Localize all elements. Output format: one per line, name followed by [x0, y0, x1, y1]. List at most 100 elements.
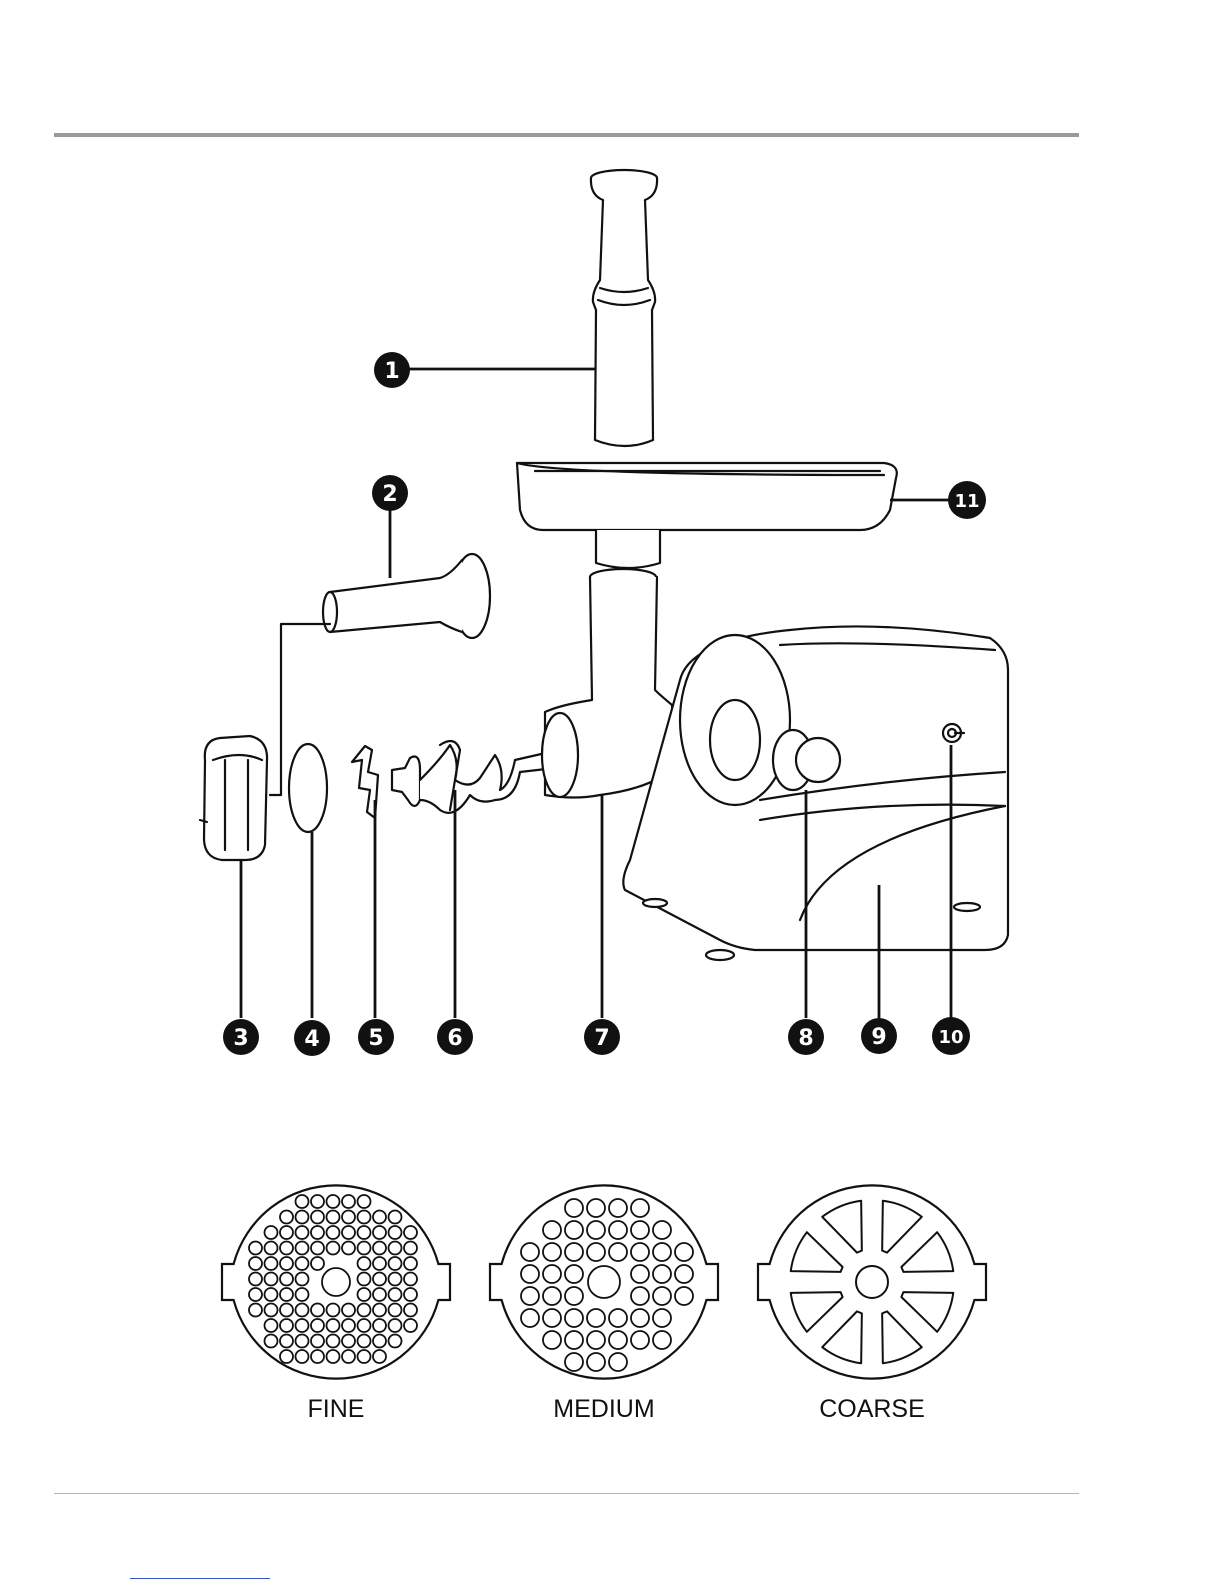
fine-hole [311, 1350, 324, 1363]
fine-hole [296, 1273, 309, 1286]
fine-hole [358, 1226, 371, 1239]
callout-10-label: 10 [938, 1027, 963, 1048]
fine-hole [389, 1319, 402, 1332]
fine-hole [373, 1304, 386, 1317]
fine-hole [265, 1304, 278, 1317]
medium-hole [631, 1221, 649, 1239]
fine-hole [296, 1257, 309, 1270]
medium-hole [587, 1309, 605, 1327]
fine-hole [389, 1288, 402, 1301]
fine-hole [296, 1350, 309, 1363]
callout-1: 1 [374, 352, 410, 388]
medium-hole [631, 1265, 649, 1283]
medium-hole [565, 1265, 583, 1283]
fine-hole [404, 1319, 417, 1332]
fine-hole [249, 1242, 262, 1255]
medium-hole [565, 1287, 583, 1305]
medium-hole [631, 1331, 649, 1349]
plate-label-coarse: COARSE [819, 1395, 925, 1423]
callout-6-label: 6 [447, 1026, 462, 1051]
medium-hole [521, 1243, 539, 1261]
medium-hole [565, 1309, 583, 1327]
fine-hole [327, 1350, 340, 1363]
medium-hole [543, 1309, 561, 1327]
fine-hole [404, 1257, 417, 1270]
callout-7-label: 7 [594, 1026, 609, 1051]
callout-6: 6 [437, 1019, 473, 1055]
callout-1-label: 1 [384, 359, 399, 384]
medium-hole [609, 1221, 627, 1239]
callout-5: 5 [358, 1019, 394, 1055]
fine-hole [404, 1304, 417, 1317]
fine-hole [280, 1273, 293, 1286]
fine-hole [358, 1195, 371, 1208]
fine-hole [373, 1319, 386, 1332]
fine-hole [342, 1335, 355, 1348]
medium-hole [609, 1331, 627, 1349]
medium-hole [565, 1331, 583, 1349]
fine-hole [265, 1288, 278, 1301]
fine-hole [311, 1211, 324, 1224]
medium-hole [565, 1221, 583, 1239]
medium-hole [653, 1221, 671, 1239]
fine-hole [389, 1242, 402, 1255]
fine-hole [373, 1226, 386, 1239]
fine-hole [358, 1257, 371, 1270]
fine-hole [280, 1242, 293, 1255]
ring-nut [200, 736, 267, 860]
fine-hole [280, 1288, 293, 1301]
fine-hole [389, 1273, 402, 1286]
medium-hole [653, 1309, 671, 1327]
fine-hole [311, 1319, 324, 1332]
callout-11-label: 11 [954, 491, 979, 512]
fine-hole [280, 1226, 293, 1239]
medium-hole [653, 1331, 671, 1349]
medium-hole [587, 1353, 605, 1371]
fine-hole [249, 1288, 262, 1301]
medium-hole [587, 1243, 605, 1261]
fine-hole [404, 1288, 417, 1301]
fine-hole [342, 1242, 355, 1255]
fine-hole [280, 1350, 293, 1363]
fine-hole [342, 1226, 355, 1239]
fine-hole [358, 1211, 371, 1224]
feeding-tray [517, 463, 897, 568]
medium-hole [631, 1199, 649, 1217]
fine-hole [342, 1304, 355, 1317]
callout-9-label: 9 [871, 1025, 886, 1050]
fine-hole [373, 1273, 386, 1286]
fine-hole [389, 1335, 402, 1348]
fine-hole [296, 1211, 309, 1224]
fine-hole [327, 1195, 340, 1208]
fine-hole [327, 1226, 340, 1239]
fine-hole [358, 1242, 371, 1255]
medium-hole [521, 1265, 539, 1283]
medium-hole [609, 1309, 627, 1327]
callout-7: 7 [584, 1019, 620, 1055]
fine-hole [296, 1226, 309, 1239]
fine-hole [249, 1273, 262, 1286]
plate-label-medium: MEDIUM [553, 1395, 654, 1423]
feed-screw [392, 741, 555, 813]
medium-hole [609, 1199, 627, 1217]
fine-hole [358, 1273, 371, 1286]
medium-hole [653, 1265, 671, 1283]
fine-hole [373, 1335, 386, 1348]
medium-hole [543, 1287, 561, 1305]
fine-hole [342, 1195, 355, 1208]
callout-2-label: 2 [382, 482, 397, 507]
fine-hole [358, 1319, 371, 1332]
fine-hole [389, 1211, 402, 1224]
fine-hole [404, 1273, 417, 1286]
callout-11: 11 [948, 481, 986, 519]
callout-8: 8 [788, 1019, 824, 1055]
fine-hole [373, 1242, 386, 1255]
fine-hole [296, 1319, 309, 1332]
callout-9: 9 [861, 1018, 897, 1054]
medium-hole [653, 1243, 671, 1261]
medium-hole [675, 1265, 693, 1283]
callout-3: 3 [223, 1019, 259, 1055]
fine-hole [327, 1304, 340, 1317]
fine-hole [327, 1242, 340, 1255]
